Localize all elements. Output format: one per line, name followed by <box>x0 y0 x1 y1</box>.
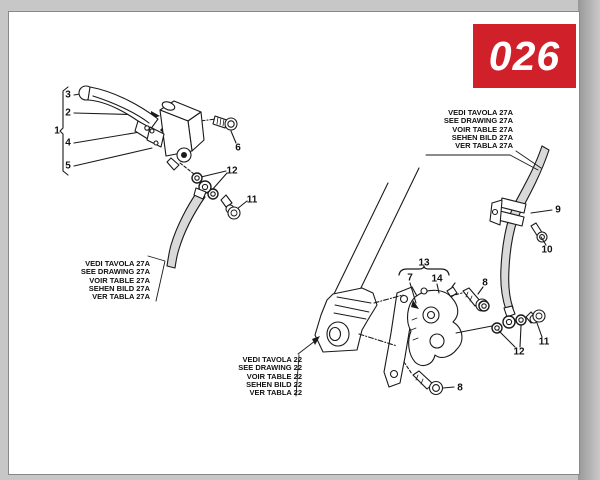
part-label-2: 2 <box>65 107 71 119</box>
part-label-5: 5 <box>65 160 71 172</box>
brake-hose-upper <box>166 187 207 269</box>
callout-line: SEE DRAWING 22 <box>238 363 302 373</box>
part-label-4: 4 <box>65 137 71 149</box>
callout-line: VOIR TABLE 27A <box>452 124 513 134</box>
arrowhead <box>411 300 419 309</box>
callout-see-drawing-22: VEDI TAVOLA 22 SEE DRAWING 22 VOIR TABLE… <box>212 355 302 398</box>
part-label-14: 14 <box>431 273 443 285</box>
part-label-1: 1 <box>54 125 60 137</box>
part-label-12-lower: 12 <box>513 346 525 358</box>
washers-12-lower <box>478 300 527 334</box>
brake-caliper <box>383 282 463 388</box>
part-label-8-upper: 8 <box>482 277 488 289</box>
bolt-6 <box>212 115 238 131</box>
callout-line: VER TABLA 22 <box>249 388 302 398</box>
leader-lines-caliper <box>358 209 553 389</box>
banjo-bolt-11-upper <box>220 194 241 220</box>
callout-see-drawing-27a-left: VEDI TAVOLA 27A SEE DRAWING 27A VOIR TAB… <box>58 259 150 302</box>
part-label-3: 3 <box>65 89 71 101</box>
leader-lines-master-cylinder <box>59 86 248 210</box>
banjo-bolt-11-lower <box>525 309 546 324</box>
bolt-8-lower <box>412 370 444 396</box>
part-label-11-upper: 11 <box>246 194 258 206</box>
drawing-number: 026 <box>488 32 561 79</box>
callout-line: VEDI TAVOLA 22 <box>242 355 302 364</box>
callout-line: VEDI TAVOLA 27A <box>448 108 513 117</box>
screw-10 <box>530 222 548 243</box>
part-label-13: 13 <box>418 257 430 269</box>
front-fork-leg <box>314 167 420 353</box>
callout-pointers <box>147 150 542 397</box>
callout-line: SEHEN BILD 22 <box>246 379 302 389</box>
part-label-7: 7 <box>407 272 413 284</box>
arrowhead <box>312 336 320 345</box>
callout-line: VER TABLA 27A <box>92 292 150 302</box>
part-label-12-upper: 12 <box>226 165 238 177</box>
callout-line: SEHEN BILD 27A <box>88 283 150 293</box>
part-label-10: 10 <box>541 244 553 256</box>
part-label-8-lower: 8 <box>457 382 463 394</box>
callout-line: VOIR TABLE 22 <box>246 371 302 381</box>
banjo-union-lower <box>502 315 516 329</box>
drawing-number-badge: 026 <box>473 24 576 88</box>
callout-line: SEHEN BILD 27A <box>451 132 513 142</box>
callout-line: VEDI TAVOLA 27A <box>85 259 150 268</box>
master-cylinder <box>146 100 205 171</box>
page-edge-shadow <box>578 0 600 480</box>
callout-line: VER TABLA 27A <box>455 141 513 151</box>
washers-12-upper <box>191 172 219 200</box>
callout-see-drawing-27a-right: VEDI TAVOLA 27A SEE DRAWING 27A VOIR TAB… <box>420 108 513 151</box>
part-label-11-lower: 11 <box>538 336 550 348</box>
callout-line: SEE DRAWING 27A <box>443 116 513 126</box>
callout-line: VOIR TABLE 27A <box>89 275 150 285</box>
hose-clamp-9 <box>489 197 527 227</box>
callout-line: SEE DRAWING 27A <box>80 267 150 277</box>
part-label-6: 6 <box>235 142 241 154</box>
part-label-9: 9 <box>555 204 561 216</box>
page-sheet <box>8 11 580 475</box>
